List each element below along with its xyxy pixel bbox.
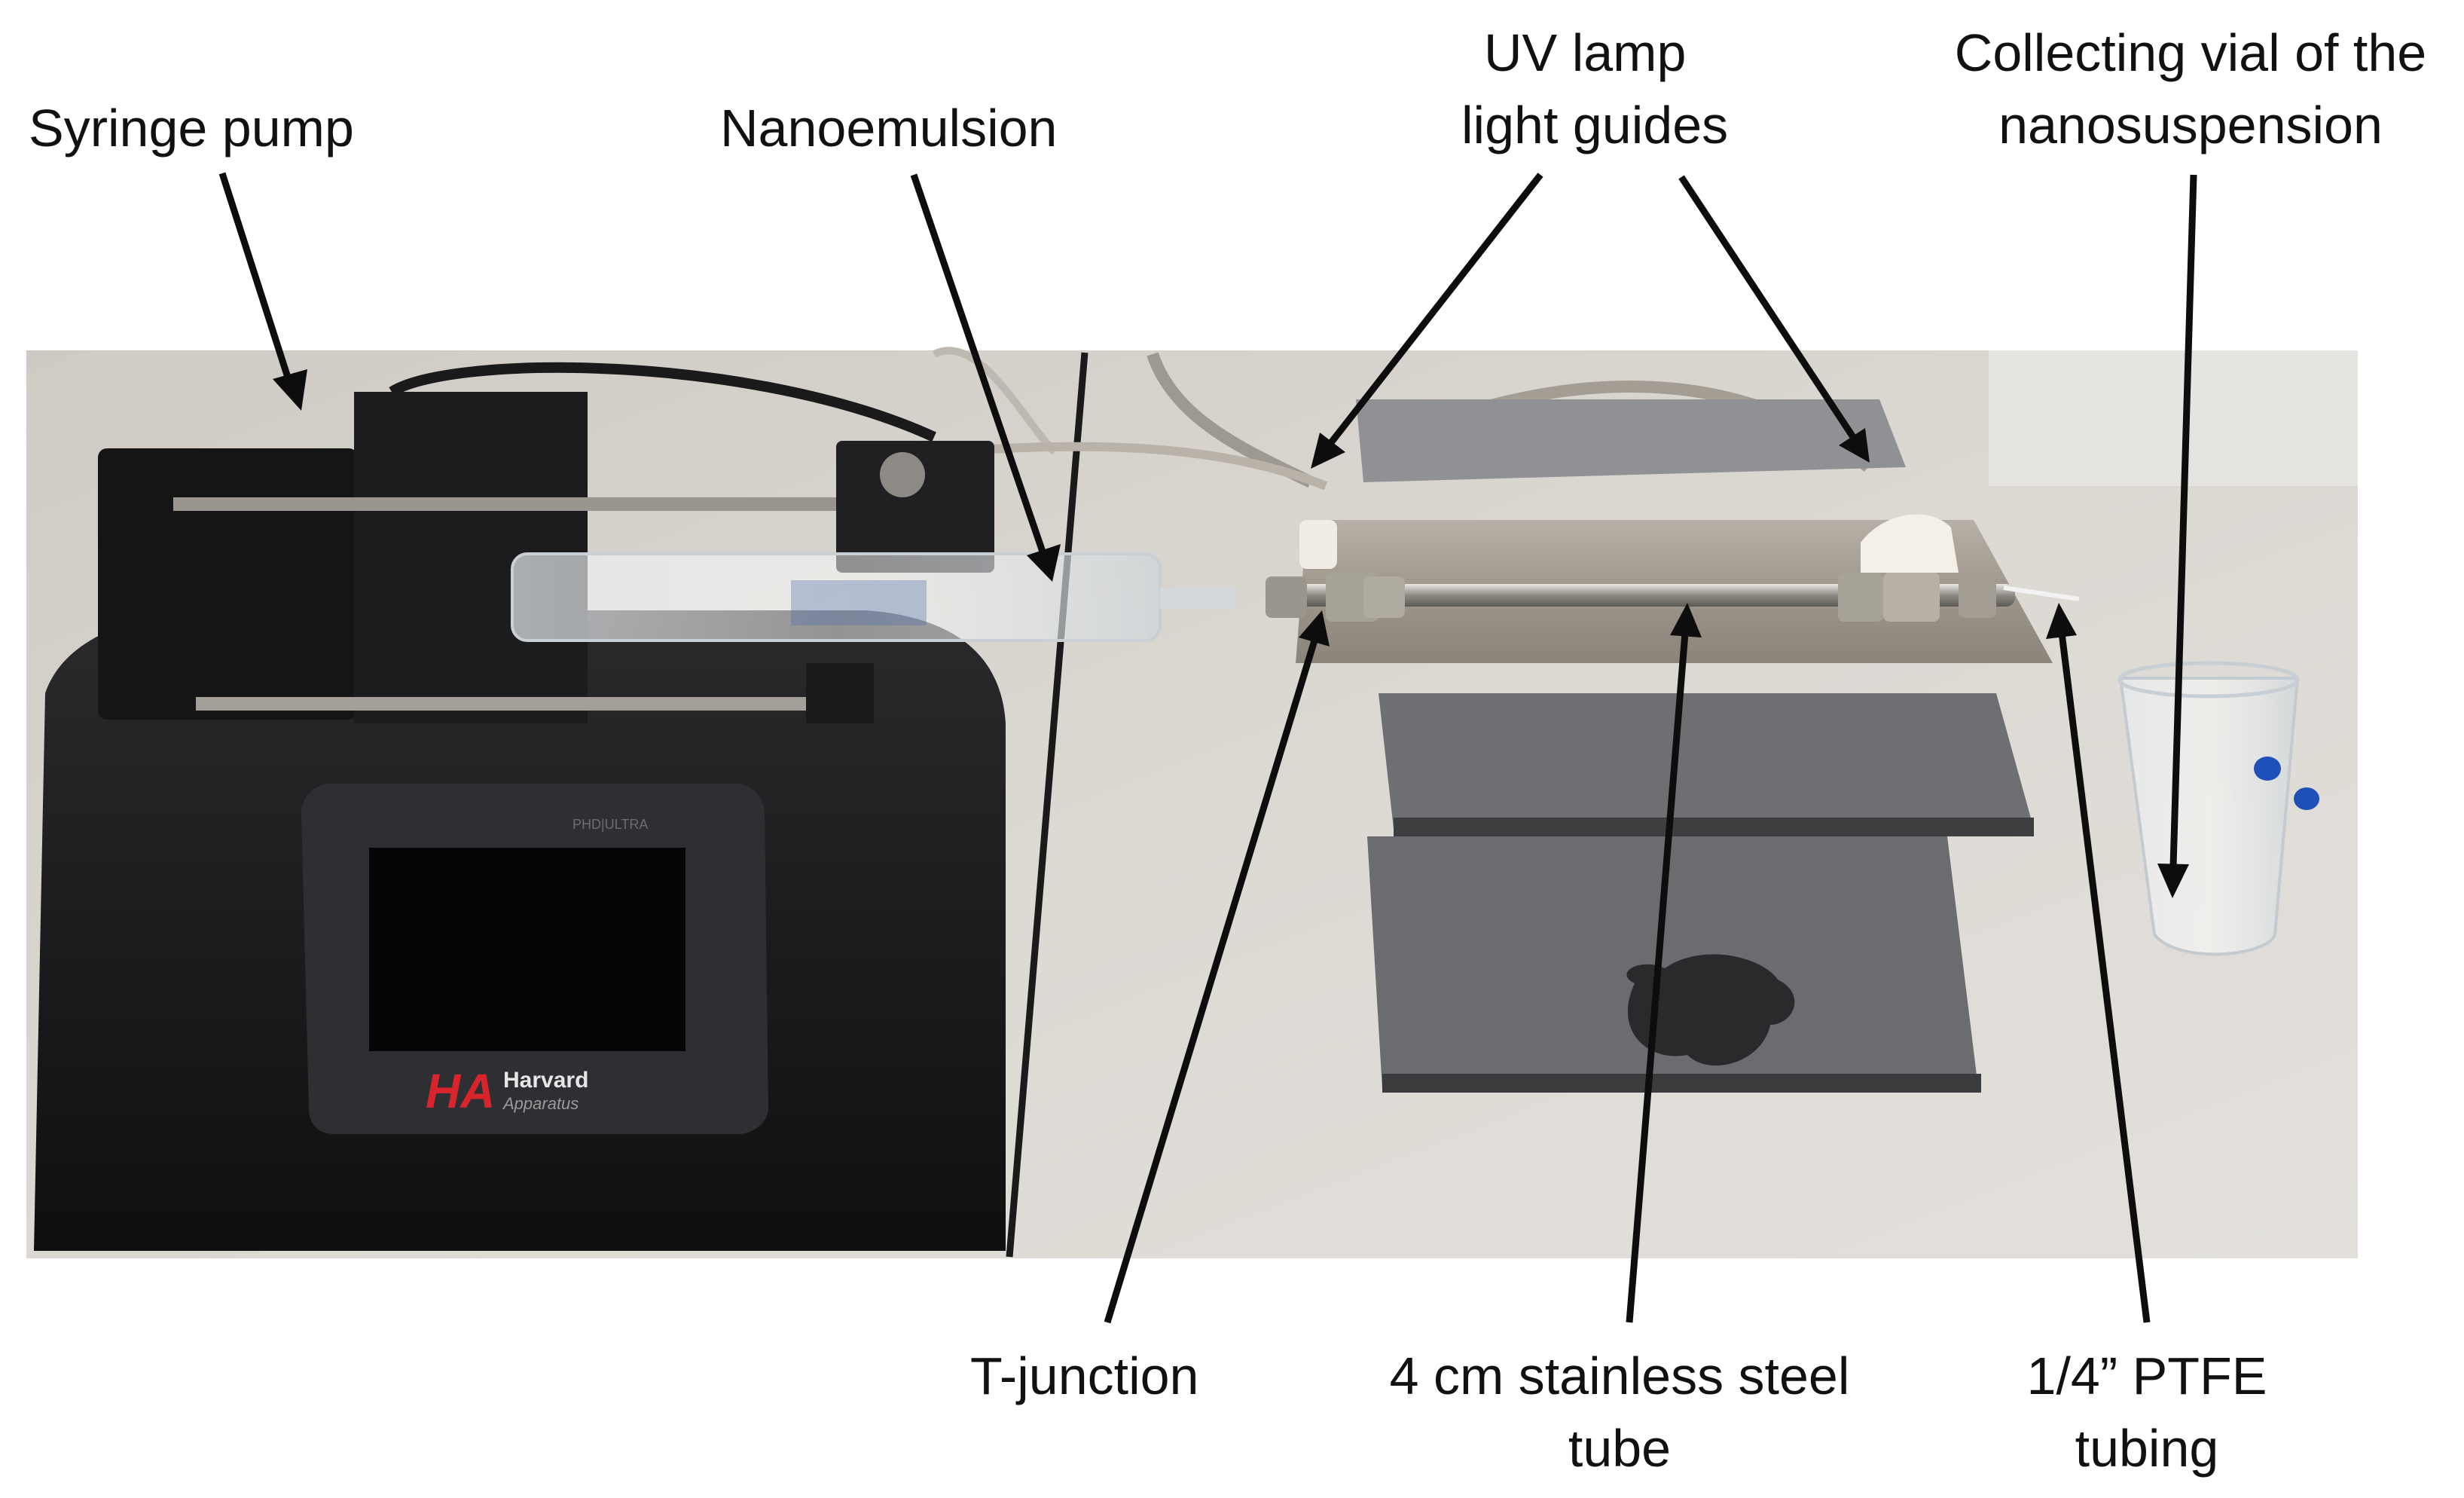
clip-bottom [2294,787,2319,810]
fitting-3 [1363,576,1405,618]
fitting-1 [1266,576,1307,618]
guide-holder-left [1299,520,1337,569]
label-steel-tube-line1: 4 cm stainless steel [1389,1347,1850,1405]
stand-top-plate [1356,399,1906,482]
arrow-nanoemulsion [910,173,1047,555]
arrow-t-junction-head [1299,610,1330,647]
logo-brand-sub: Apparatus [502,1094,579,1113]
label-uv-lamp: UV lamp light guides [1461,17,1778,161]
label-collecting-line1: Collecting vial of the [1954,23,2427,82]
arrow-collecting-vial [2169,174,2197,867]
label-t-junction-text: T-junction [970,1347,1199,1405]
beaker-rim [2117,661,2300,699]
pump-model-text: PHD|ULTRA [572,817,648,832]
stand-base-front [1382,1074,1981,1093]
uv-stand [1266,399,2053,1093]
label-nanoemulsion: Nanoemulsion [720,92,1057,164]
arrow-nanoemulsion-head [1027,544,1061,582]
syringe-plunger [791,580,927,625]
harvard-logo: HA Harvard Apparatus [426,1064,588,1118]
stainless-tube [1281,584,2015,607]
arrow-ptfe [2058,632,2151,1323]
pump-knob [880,452,925,497]
pump-holder [836,441,994,573]
arrow-steel-tube [1626,632,1689,1323]
arrow-ptfe-head [2046,603,2077,639]
label-steel-tube-line2: tube [1568,1419,1672,1478]
collecting-vial [2117,661,2319,956]
arrow-syringe-pump-head [273,369,307,411]
label-uv-lamp-line2: light guides [1461,96,1729,154]
syringe-pump: PHD|ULTRA HA Harvard Apparatus [34,392,1235,1251]
label-t-junction: T-junction [970,1340,1198,1412]
ptfe-tubing [2003,585,2080,601]
label-ptfe-line1: 1/4” PTFE [2026,1347,2267,1405]
stand-mid-plate-front [1394,818,2034,836]
pump-cable [389,362,936,442]
label-nanoemulsion-text: Nanoemulsion [720,99,1058,157]
label-syringe-pump-text: Syringe pump [29,99,354,157]
logo-brand: Harvard [503,1068,588,1093]
clip-top [2254,757,2281,781]
fitting-5 [1883,573,1940,622]
bench-edge-line [1006,352,1088,1258]
label-ptfe-line2: tubing [2075,1419,2219,1478]
fitting-6 [1959,576,1996,618]
stand-knob [1626,954,1795,1066]
pump-rail-top [173,497,836,511]
pump-rail-bottom [196,697,859,711]
logo-mark: HA [426,1064,495,1118]
annotation-arrows [218,172,2197,1324]
label-uv-lamp-line1: UV lamp [1484,23,1687,82]
label-syringe-pump: Syringe pump [29,92,354,164]
pump-screen [369,848,685,1051]
label-steel-tube: 4 cm stainless steel tube [1363,1340,1876,1484]
label-ptfe-tubing: 1/4” PTFE tubing [1989,1340,2305,1484]
arrow-t-junction [1104,639,1318,1324]
bench-right-panel [1989,350,2358,486]
arrow-steel-tube-head [1670,603,1702,637]
arrow-uv-left [1327,173,1543,447]
arrow-uv-right [1678,175,1856,439]
stand-mid-plate [1379,693,2034,829]
pump-carriage-left [98,448,358,720]
beaker-body [2118,677,2300,956]
stand-base [1367,836,1977,1089]
arrow-uv-right-head [1839,428,1870,463]
label-collecting-vial: Collecting vial of the nanosuspension [1927,17,2454,161]
arrow-uv-left-head [1311,433,1345,469]
fitting-4 [1838,573,1883,622]
pump-block-right [806,663,874,723]
guide-holder-right [1861,514,1959,573]
syringe-tip [1160,588,1235,609]
arrow-collecting-vial-head [2157,864,2189,898]
grey-cable [932,347,1058,455]
arrow-syringe-pump [218,172,294,386]
label-collecting-line2: nanosuspension [1998,96,2383,154]
photo: PHD|ULTRA HA Harvard Apparatus [26,347,2358,1258]
